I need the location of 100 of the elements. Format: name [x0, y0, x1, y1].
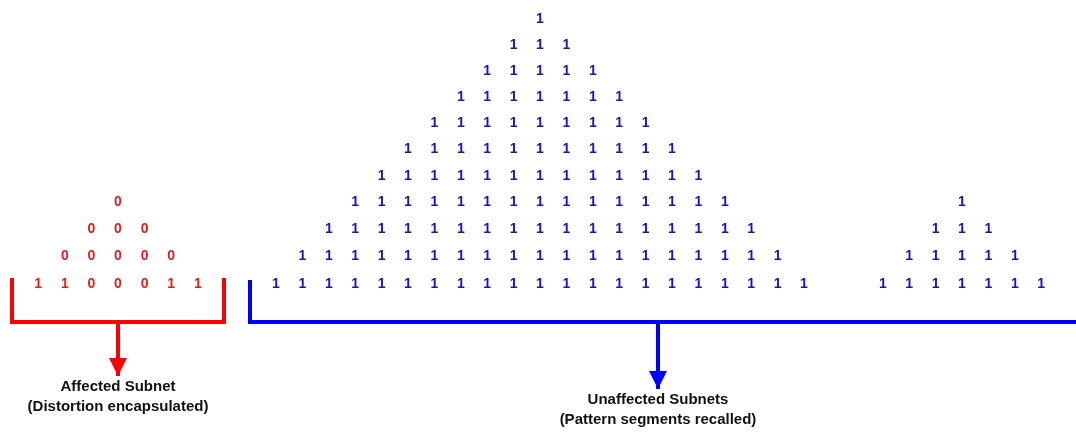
digit-label: 1 [429, 167, 440, 183]
digit-label: 1 [693, 193, 704, 209]
digit-label: 1 [587, 167, 598, 183]
digit-label: 1 [482, 247, 493, 263]
digit-label: 1 [350, 220, 361, 236]
digit-label: 1 [166, 275, 177, 291]
digit-label: 1 [746, 220, 757, 236]
digit-label: 1 [482, 140, 493, 156]
digit-label: 1 [983, 275, 994, 291]
digit-label: 1 [561, 193, 572, 209]
digit-label: 1 [561, 36, 572, 52]
digit-label: 1 [455, 167, 466, 183]
digit-label: 1 [323, 220, 334, 236]
digit-label: 1 [535, 167, 545, 183]
digit-label: 0 [86, 220, 97, 236]
digit-label: 1 [561, 220, 572, 236]
digit-label: 1 [403, 220, 413, 236]
digit-label: 0 [59, 247, 70, 263]
digit-label: 1 [693, 275, 704, 291]
digit-label: 1 [667, 275, 677, 291]
digit-label: 1 [587, 114, 598, 130]
digit-label: 1 [59, 275, 70, 291]
digit-label: 1 [640, 275, 651, 291]
digit-label: 1 [376, 167, 387, 183]
digit-label: 1 [429, 275, 440, 291]
digit-label: 1 [614, 193, 625, 209]
digit-label: 1 [482, 62, 493, 78]
digit-label: 1 [376, 220, 387, 236]
digit-label: 1 [403, 275, 413, 291]
digit-label: 1 [192, 275, 203, 291]
digit-label: 1 [983, 247, 994, 263]
digit-label: 1 [33, 275, 44, 291]
digit-label: 1 [508, 275, 519, 291]
digit-label: 1 [693, 247, 704, 263]
digit-label: 1 [561, 88, 572, 104]
digit-label: 1 [719, 193, 730, 209]
subnet-note: (Distortion encapsulated) [26, 396, 210, 416]
digit-label: 1 [508, 62, 519, 78]
digit-label: 1 [508, 36, 519, 52]
digit-label: 1 [640, 247, 651, 263]
digit-label: 1 [957, 275, 967, 291]
digit-label: 1 [508, 88, 519, 104]
arrow [109, 324, 127, 376]
digit-label: 0 [139, 275, 150, 291]
digit-label: 1 [455, 114, 466, 130]
digit-label: 0 [113, 275, 123, 291]
digit-label: 1 [693, 220, 704, 236]
digit-label: 1 [350, 193, 361, 209]
digit-label: 1 [930, 220, 941, 236]
digit-label: 1 [535, 140, 545, 156]
digit-label: 0 [113, 193, 123, 209]
digit-label: 1 [667, 193, 677, 209]
digit-label: 1 [983, 220, 994, 236]
digit-label: 1 [904, 275, 915, 291]
digit-label: 1 [535, 88, 545, 104]
digit-label: 1 [614, 247, 625, 263]
digit-label: 1 [350, 275, 361, 291]
digit-label: 1 [561, 62, 572, 78]
digit-label: 1 [772, 247, 783, 263]
digit-label: 1 [376, 275, 387, 291]
digit-label: 1 [930, 247, 941, 263]
digit-label: 1 [561, 140, 572, 156]
digit-label: 1 [455, 275, 466, 291]
digit-label: 1 [719, 247, 730, 263]
digit-label: 1 [1009, 247, 1020, 263]
digit-label: 1 [614, 140, 625, 156]
digit-label: 1 [957, 193, 967, 209]
digit-label: 1 [587, 62, 598, 78]
digit-label: 1 [561, 275, 572, 291]
digit-label: 1 [455, 140, 466, 156]
digit-label: 1 [614, 220, 625, 236]
digit-label: 0 [86, 247, 97, 263]
subnet-heading: Unaffected Subnets [586, 389, 730, 409]
digit-label: 1 [508, 220, 519, 236]
digit-label: 1 [455, 247, 466, 263]
digit-label: 1 [561, 167, 572, 183]
digit-label: 1 [403, 140, 413, 156]
bracket [10, 278, 226, 324]
digit-label: 1 [746, 275, 757, 291]
digit-label: 1 [614, 167, 625, 183]
digit-label: 1 [376, 247, 387, 263]
digit-label: 1 [587, 247, 598, 263]
digit-label: 1 [482, 114, 493, 130]
digit-label: 1 [587, 193, 598, 209]
digit-label: 1 [904, 247, 915, 263]
digit-label: 1 [508, 193, 519, 209]
digit-label: 1 [429, 114, 440, 130]
digit-label: 1 [957, 220, 967, 236]
subnet-heading: Affected Subnet [59, 376, 177, 396]
digit-label: 1 [930, 275, 941, 291]
digit-label: 1 [403, 167, 413, 183]
digit-label: 1 [403, 193, 413, 209]
digit-label: 1 [535, 275, 545, 291]
arrow [649, 324, 667, 389]
digit-label: 1 [614, 114, 625, 130]
digit-label: 1 [667, 140, 677, 156]
digit-label: 1 [587, 88, 598, 104]
digit-label: 1 [508, 114, 519, 130]
digit-label: 1 [614, 275, 625, 291]
digit-label: 1 [772, 275, 783, 291]
